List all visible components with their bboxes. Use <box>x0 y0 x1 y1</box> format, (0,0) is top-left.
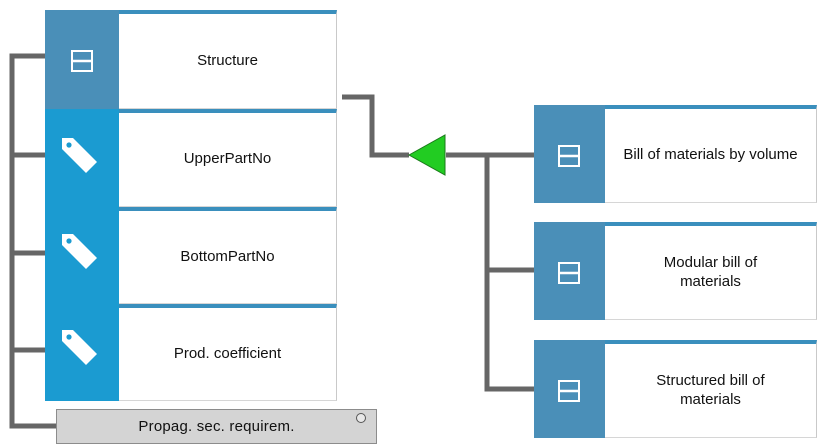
structured-bom-label: Structured bill of materials <box>656 371 765 408</box>
triangle-connector-icon[interactable] <box>407 133 447 177</box>
tag-icon <box>62 138 97 173</box>
propagate-requirement-label: Propag. sec. requirem. <box>138 418 295 435</box>
table-icon <box>558 262 580 284</box>
attribute-upperpartno-tile <box>45 109 119 207</box>
attribute-label: BottomPartNo <box>180 247 275 265</box>
attribute-label: Prod. coefficient <box>173 344 282 362</box>
structure-entity[interactable]: Structure <box>45 10 337 109</box>
table-icon <box>558 380 580 402</box>
table-icon <box>71 50 93 72</box>
bom-by-volume-label: Bill of materials by volume <box>623 146 798 164</box>
attribute-upperpartno[interactable]: UpperPartNo <box>45 109 337 207</box>
attribute-prod-coefficient-tile <box>45 304 119 401</box>
attribute-label: UpperPartNo <box>183 150 272 168</box>
modular-bom-entity[interactable]: Modular bill of materials <box>534 222 817 320</box>
bom-by-volume-entity[interactable]: Bill of materials by volume <box>534 105 817 203</box>
structure-entity-tile <box>45 10 119 109</box>
modular-bom-label: Modular bill of materials <box>663 253 758 290</box>
attribute-bottompartno[interactable]: BottomPartNo <box>45 207 337 304</box>
structure-entity-label: Structure <box>197 51 258 69</box>
tag-icon <box>62 330 97 365</box>
attribute-bottompartno-tile <box>45 207 119 304</box>
propagate-requirement-box[interactable]: Propag. sec. requirem. <box>56 409 377 444</box>
structured-bom-entity[interactable]: Structured bill of materials <box>534 340 817 438</box>
structured-bom-tile <box>534 340 605 438</box>
attribute-prod-coefficient[interactable]: Prod. coefficient <box>45 304 337 401</box>
table-icon <box>558 145 580 167</box>
bom-by-volume-tile <box>534 105 605 203</box>
right-group-bracket-line <box>484 155 534 392</box>
tag-icon <box>62 234 97 269</box>
left-bracket-line <box>9 53 56 429</box>
modular-bom-tile <box>534 222 605 320</box>
footer-status-circle-icon <box>356 413 366 423</box>
structure-to-triangle-line <box>342 94 409 158</box>
